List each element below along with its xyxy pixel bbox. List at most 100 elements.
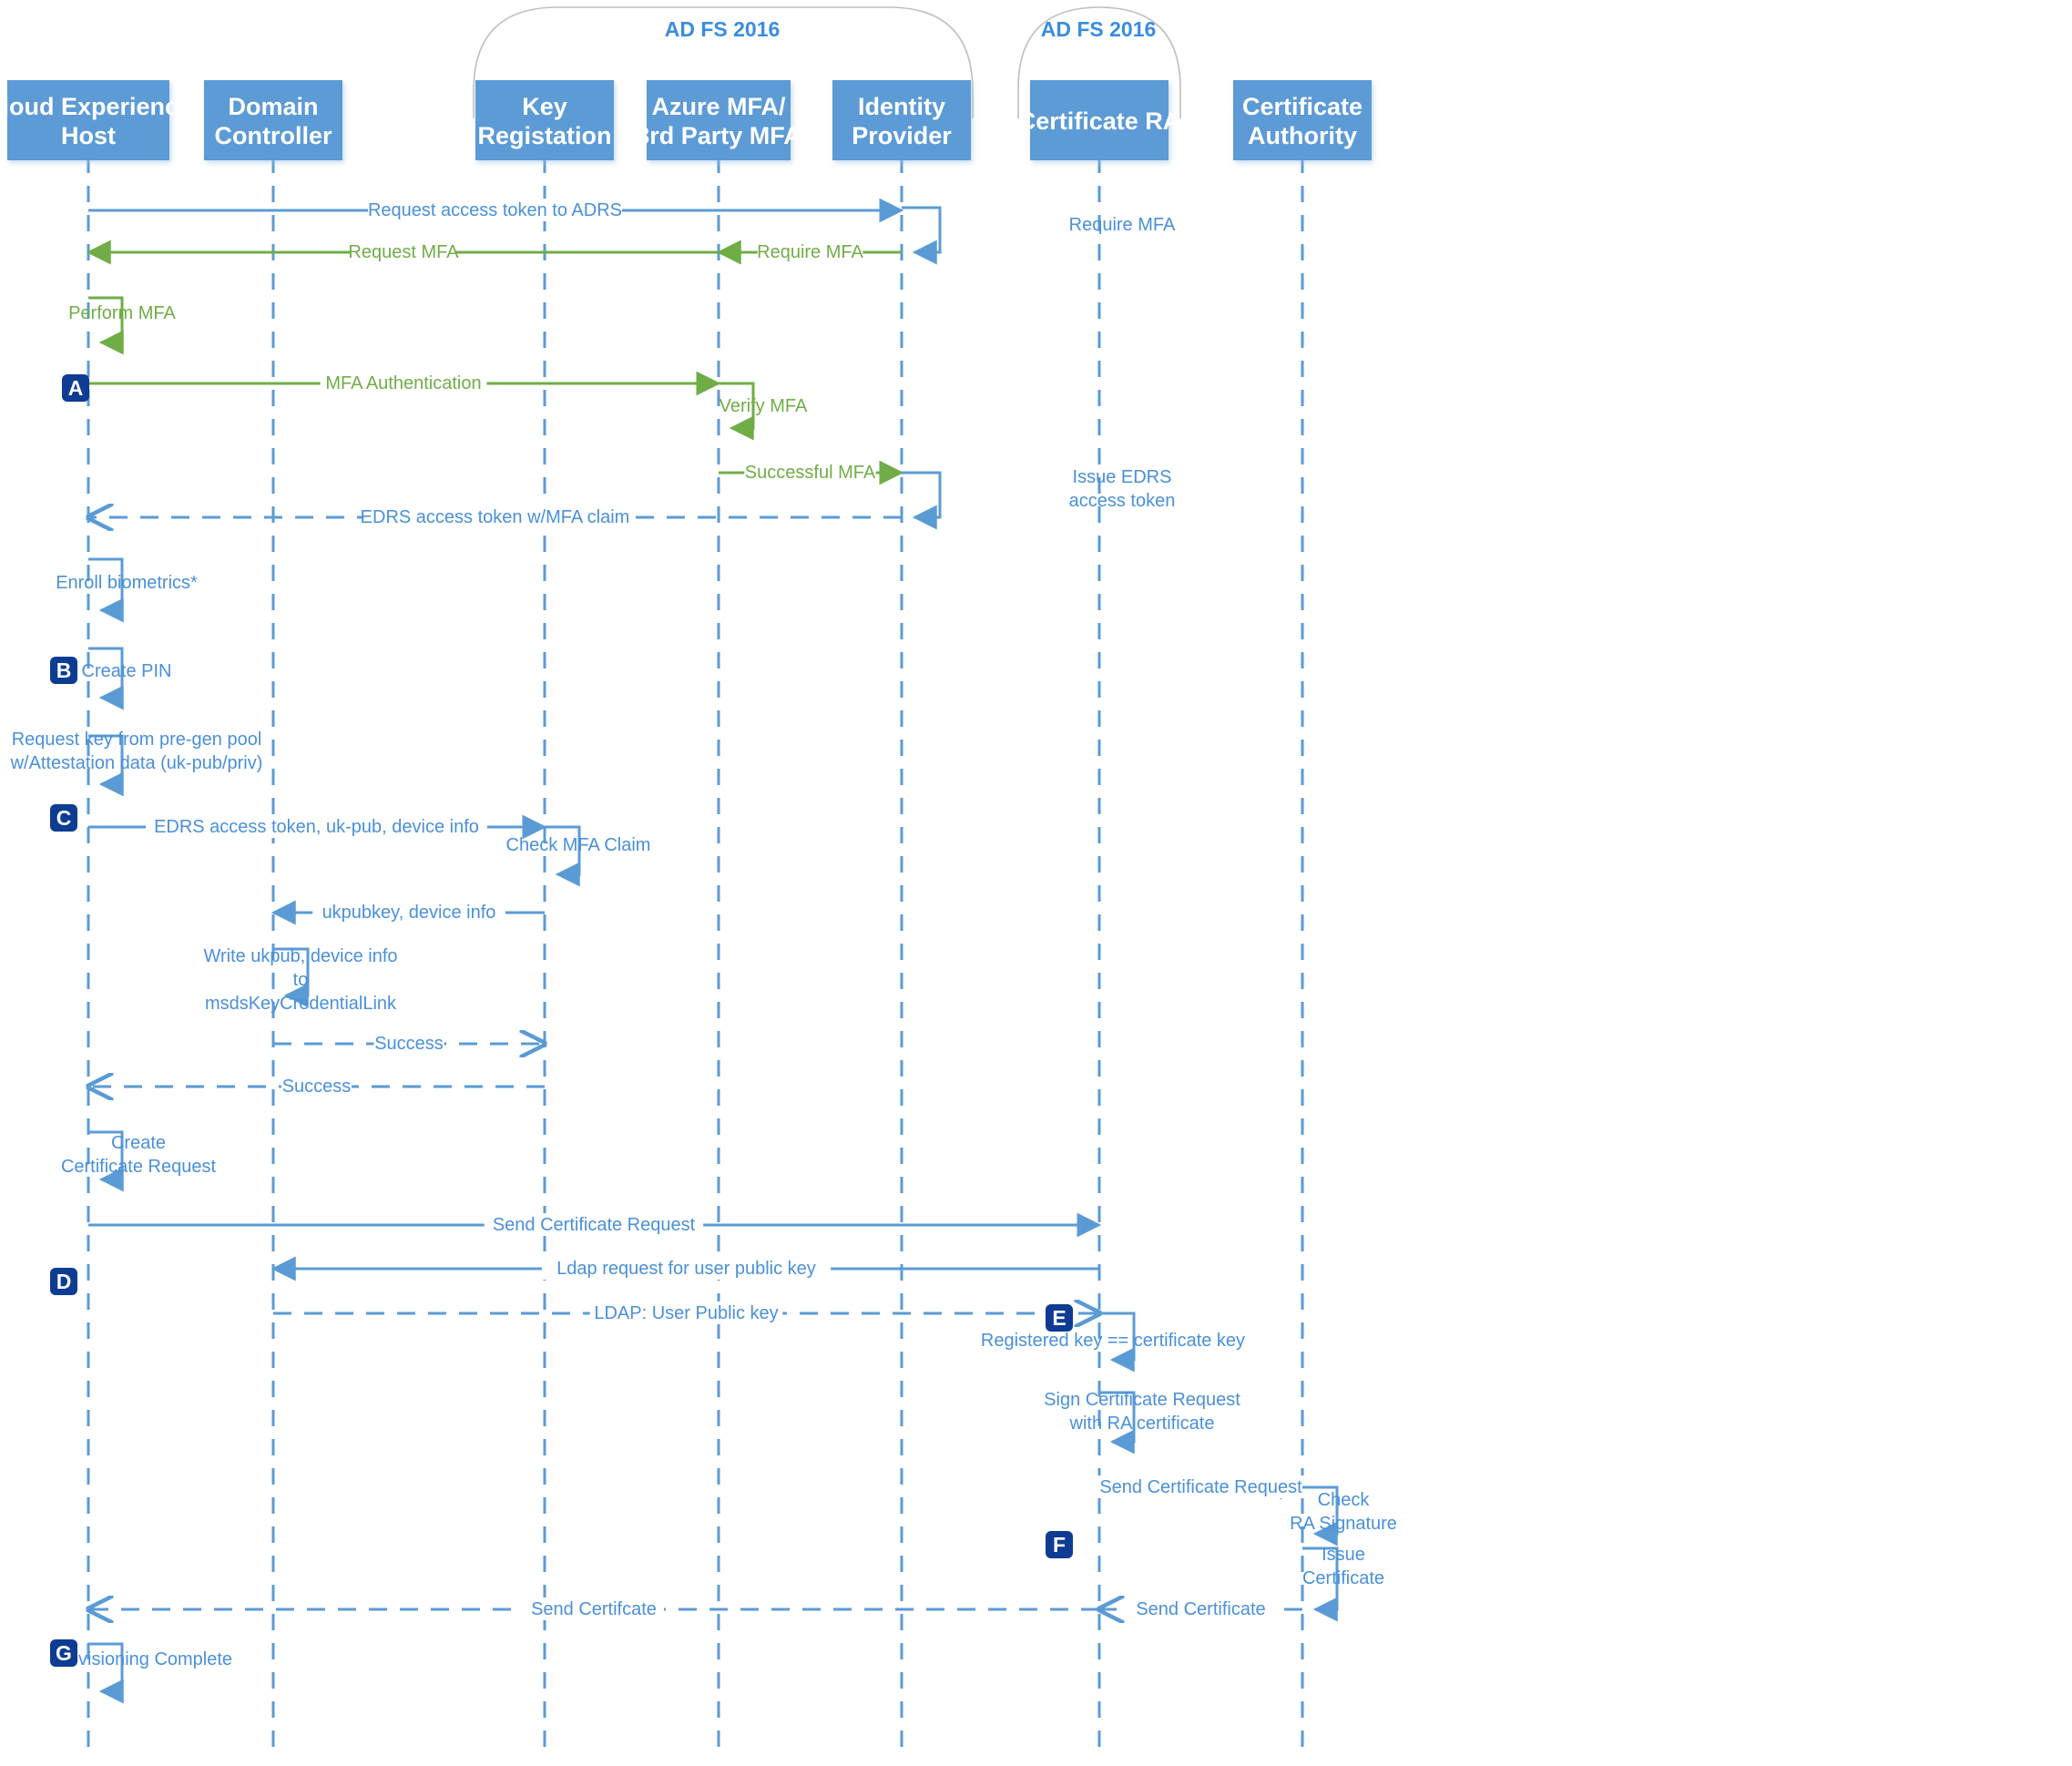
message-m21: Send Certificate Request bbox=[88, 1212, 1102, 1238]
label-backdrop bbox=[1091, 1475, 1311, 1498]
self-call-bracket bbox=[902, 206, 942, 265]
message-label: ukpubkey, device info bbox=[322, 903, 496, 923]
label-backdrop bbox=[363, 505, 627, 528]
self-call-label: Verify MFA bbox=[720, 396, 808, 416]
label-backdrop bbox=[524, 1598, 664, 1620]
self-call-label: Create bbox=[111, 1133, 166, 1153]
label-backdrop bbox=[744, 461, 876, 484]
message-label: Ldap request for user public key bbox=[556, 1259, 816, 1279]
self-call-label: Certificate Request bbox=[61, 1157, 217, 1177]
actor-label-ceh: Cloud Experience bbox=[0, 93, 192, 120]
section-badge-B[interactable] bbox=[50, 657, 77, 684]
message-m13: Request key from pre-gen poolw/Attestati… bbox=[10, 730, 262, 797]
self-call-label: Certificate bbox=[1302, 1568, 1384, 1588]
self-call-label: Perform MFA bbox=[68, 303, 176, 323]
self-call-label: RA Signature bbox=[1290, 1514, 1397, 1534]
actor-box-dc[interactable] bbox=[204, 80, 342, 160]
self-call-bracket bbox=[88, 734, 124, 797]
message-m23: LDAP: User Public key bbox=[273, 1302, 1099, 1324]
message-m17: Write ukpub, device infotomsdsKeyCredent… bbox=[203, 946, 397, 1014]
label-backdrop bbox=[281, 1075, 352, 1097]
section-badge-label-C: C bbox=[56, 806, 72, 830]
actor-box-mfa[interactable] bbox=[647, 80, 791, 160]
actor-label-idp: Provider bbox=[852, 122, 952, 149]
self-call-label: Issue EDRS bbox=[1073, 467, 1172, 487]
section-badge-F[interactable] bbox=[1046, 1531, 1073, 1558]
message-m04: Request MFA bbox=[86, 240, 719, 265]
actor-label-ca: Authority bbox=[1248, 122, 1357, 149]
self-call-bracket bbox=[1302, 1547, 1339, 1622]
self-call-label: Enroll biometrics* bbox=[56, 573, 198, 593]
self-call-bracket bbox=[1099, 1391, 1136, 1455]
self-call-bracket bbox=[273, 947, 310, 1008]
self-call-bracket bbox=[545, 825, 581, 887]
actor-box-ca[interactable] bbox=[1233, 80, 1372, 160]
actor-label-kr: Registation bbox=[477, 122, 611, 149]
section-badge-E[interactable] bbox=[1046, 1304, 1073, 1332]
message-m06: MFA Authentication bbox=[88, 371, 721, 396]
message-label: Success bbox=[374, 1034, 444, 1054]
label-backdrop bbox=[589, 1302, 783, 1324]
section-badge-A[interactable] bbox=[62, 374, 89, 402]
self-call-bracket bbox=[719, 382, 755, 441]
message-label: Send Certificate Request bbox=[493, 1215, 696, 1235]
message-m22: Ldap request for user public key bbox=[270, 1256, 1099, 1281]
label-backdrop bbox=[312, 901, 505, 924]
actor-label-ceh: Host bbox=[61, 122, 116, 149]
message-m27: Check RA Signature bbox=[1290, 1485, 1397, 1547]
message-m05: Perform MFA bbox=[68, 296, 177, 355]
message-label: Success bbox=[282, 1077, 352, 1097]
actor-label-ra: Certificate RA bbox=[1018, 107, 1181, 135]
section-badge-label-D: D bbox=[56, 1270, 72, 1293]
self-call-bracket bbox=[902, 471, 942, 530]
actor-label-idp: Identity bbox=[858, 93, 945, 120]
self-call-label: Sign Certificate Request bbox=[1044, 1390, 1240, 1410]
actor-box-idp[interactable] bbox=[832, 80, 971, 160]
self-call-label: with RA certificate bbox=[1069, 1414, 1215, 1434]
actor-box-kr[interactable] bbox=[475, 80, 614, 160]
message-m26: Send Certificate Request bbox=[1091, 1475, 1311, 1500]
message-m02: Require MFA bbox=[902, 206, 1176, 265]
section-badge-G[interactable] bbox=[50, 1639, 77, 1667]
section-badge-label-G: G bbox=[56, 1641, 72, 1665]
group-label-adfs-right: AD FS 2016 bbox=[1041, 17, 1157, 41]
message-label: Send Certificate Request bbox=[1099, 1477, 1302, 1497]
message-m30: Send Certifcate bbox=[88, 1598, 1099, 1620]
message-label: LDAP: User Public key bbox=[594, 1303, 778, 1323]
section-badge-D[interactable] bbox=[50, 1268, 77, 1295]
section-badge-label-B: B bbox=[56, 658, 72, 682]
self-call-label: Check bbox=[1318, 1490, 1371, 1510]
section-badge-label-E: E bbox=[1052, 1306, 1066, 1330]
section-badge-label-F: F bbox=[1053, 1533, 1066, 1557]
self-call-label: Require MFA bbox=[1069, 215, 1176, 235]
message-label: EDRS access token, uk-pub, device info bbox=[154, 817, 479, 837]
actor-boxes: Cloud ExperienceHostDomainControllerKeyR… bbox=[0, 80, 1372, 160]
actor-box-ceh[interactable] bbox=[7, 80, 169, 160]
self-call-bracket bbox=[88, 557, 124, 623]
self-call-label: Provisioning Complete bbox=[50, 1649, 232, 1669]
self-call-label: Create PIN bbox=[82, 661, 172, 681]
self-call-label: Request key from pre-gen pool bbox=[12, 730, 262, 750]
self-call-label: to bbox=[293, 970, 309, 990]
message-label: Request MFA bbox=[348, 242, 459, 262]
message-label: Request access token to ADRS bbox=[368, 200, 622, 220]
message-m19: Success bbox=[88, 1075, 545, 1097]
self-call-label: Issue bbox=[1322, 1545, 1365, 1565]
message-m18: Success bbox=[273, 1032, 545, 1055]
actor-label-dc: Domain bbox=[228, 93, 318, 120]
self-call-label: Registered key == certificate key bbox=[981, 1331, 1245, 1351]
label-backdrop bbox=[373, 1032, 444, 1055]
section-badge-C[interactable] bbox=[50, 804, 77, 832]
message-label: Successful MFA bbox=[745, 463, 876, 483]
self-call-bracket bbox=[1302, 1485, 1339, 1547]
group-frame-adfs-right bbox=[1017, 6, 1181, 118]
message-label: Send Certifcate bbox=[531, 1599, 657, 1619]
message-m12: Create PIN bbox=[82, 647, 172, 710]
self-call-bracket bbox=[88, 296, 124, 355]
actor-box-ra[interactable] bbox=[1030, 80, 1169, 160]
message-m25: Sign Certificate Request with RA certific… bbox=[1044, 1390, 1240, 1455]
